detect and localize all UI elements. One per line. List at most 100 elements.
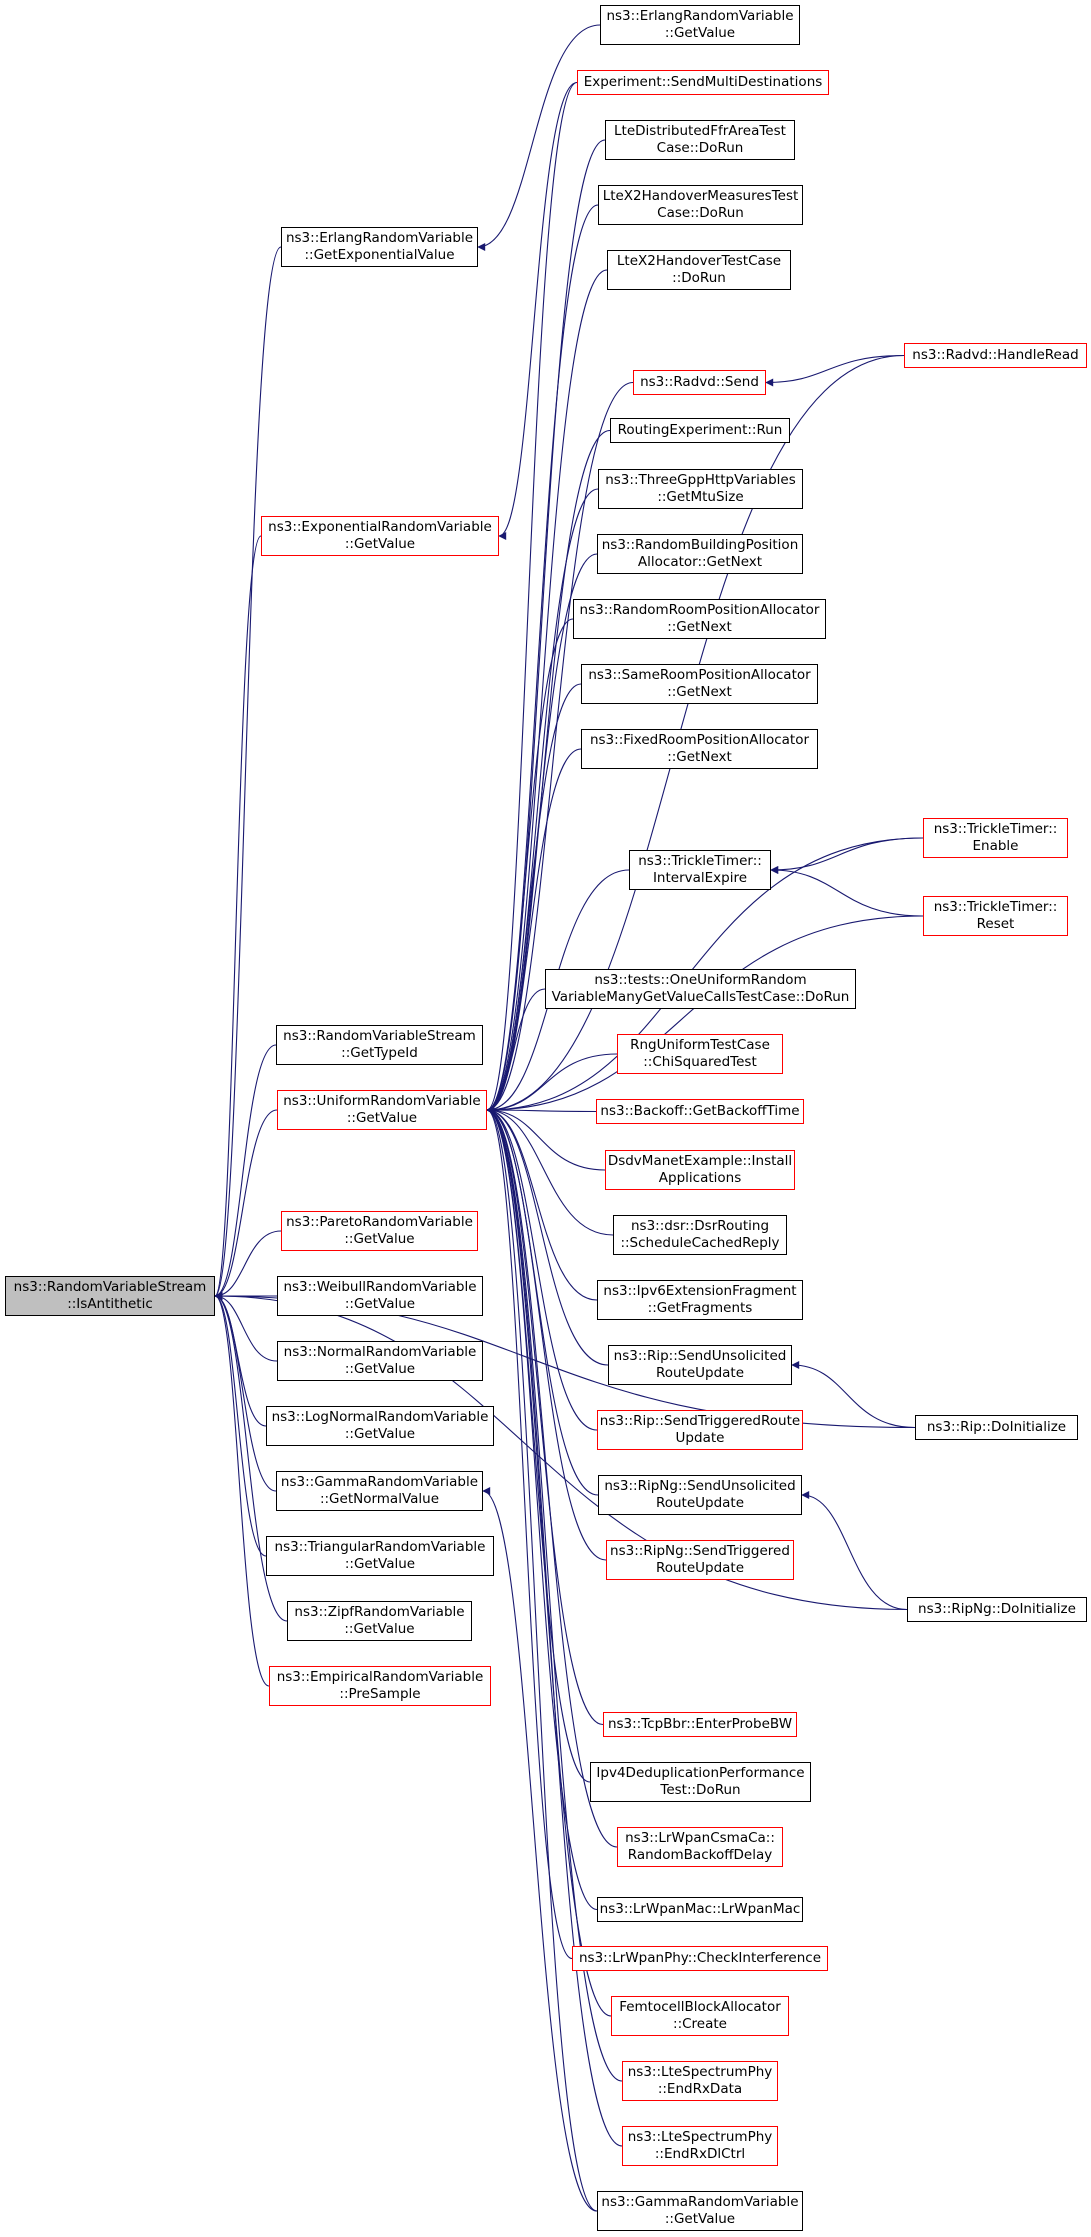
edge-erlang-getvalue-to-erlang-exp <box>477 24 601 251</box>
node-normal[interactable]: ns3::NormalRandomVariable::GetValue <box>277 1341 483 1381</box>
node-routing-run[interactable]: RoutingExperiment::Run <box>610 418 790 443</box>
node-label-line: FemtocellBlockAllocator <box>619 1999 781 2015</box>
node-label-line: VariableManyGetValueCallsTestCase::DoRun <box>551 989 850 1005</box>
node-label-line: ns3::NormalRandomVariable <box>283 1344 477 1360</box>
node-label-line: ::GetValue <box>664 25 736 41</box>
node-label-line: ::EndRxData <box>657 2081 743 2097</box>
edge-exp-getvalue-to-root <box>214 535 262 1300</box>
node-label-line: ns3::LrWpanMac::LrWpanMac <box>599 1901 801 1917</box>
node-label-line: ::IsAntithetic <box>67 1296 153 1312</box>
node-label-line: Test::DoRun <box>660 1782 741 1798</box>
edge-random-room-to-uniform-getvalue <box>486 618 574 1114</box>
node-lrwpan-csma[interactable]: ns3::LrWpanCsmaCa::RandomBackoffDelay <box>617 1827 783 1867</box>
node-label-line: ns3::LogNormalRandomVariable <box>271 1409 489 1425</box>
node-label-line: ::GetValue <box>346 1110 418 1126</box>
edge-gamma-normal-to-root <box>214 1292 277 1492</box>
node-random-room[interactable]: ns3::RandomRoomPositionAllocator::GetNex… <box>573 599 826 639</box>
node-pareto[interactable]: ns3::ParetoRandomVariable::GetValue <box>281 1211 478 1251</box>
node-label-line: ns3::LteSpectrumPhy <box>627 2129 773 2145</box>
node-triangular[interactable]: ns3::TriangularRandomVariable::GetValue <box>266 1536 494 1576</box>
node-lte-endrxdlctrl[interactable]: ns3::LteSpectrumPhy::EndRxDlCtrl <box>622 2126 778 2166</box>
edge-rng-chisq-to-uniform-getvalue <box>486 1053 618 1114</box>
node-lognormal[interactable]: ns3::LogNormalRandomVariable::GetValue <box>266 1406 494 1446</box>
node-label-line: IntervalExpire <box>652 870 748 886</box>
node-label-line: ns3::Radvd::Send <box>640 374 759 390</box>
node-erlang-getvalue[interactable]: ns3::ErlangRandomVariable::GetValue <box>600 5 800 45</box>
node-same-room[interactable]: ns3::SameRoomPositionAllocator::GetNext <box>581 664 818 704</box>
node-radvd-send[interactable]: ns3::Radvd::Send <box>633 370 766 395</box>
edge-dsdv-install-to-uniform-getvalue <box>486 1106 606 1171</box>
node-label-line: Case::DoRun <box>657 205 744 221</box>
node-gamma-getvalue[interactable]: ns3::GammaRandomVariable::GetValue <box>597 2191 803 2231</box>
node-dsr-schedule[interactable]: ns3::dsr::DsrRouting::ScheduleCachedRepl… <box>613 1215 787 1255</box>
node-label-line: ns3::ParetoRandomVariable <box>286 1214 473 1230</box>
edge-dsr-schedule-to-uniform-getvalue <box>486 1106 614 1236</box>
node-ipv6-ext[interactable]: ns3::Ipv6ExtensionFragment::GetFragments <box>597 1280 803 1320</box>
node-label-line: RoutingExperiment::Run <box>617 422 783 438</box>
edge-gamma-getvalue-to-gamma-normal <box>482 1487 598 2212</box>
edge-ripng-triggered-to-uniform-getvalue <box>486 1106 607 1561</box>
edge-lrwpan-csma-to-uniform-getvalue <box>486 1106 618 1848</box>
node-erlang-exp[interactable]: ns3::ErlangRandomVariable::GetExponentia… <box>281 227 478 267</box>
edge-radvd-handleread-to-radvd-send <box>765 354 905 387</box>
node-lrwpan-phy[interactable]: ns3::LrWpanPhy::CheckInterference <box>572 1946 828 1971</box>
node-label-line: Case::DoRun <box>656 140 744 156</box>
node-gamma-normal[interactable]: ns3::GammaRandomVariable::GetNormalValue <box>276 1471 483 1511</box>
node-ltex2-handover[interactable]: LteX2HandoverTestCase::DoRun <box>607 250 791 290</box>
node-label-line: RandomBackoffDelay <box>627 1847 773 1863</box>
node-trickle-enable[interactable]: ns3::TrickleTimer::Enable <box>923 818 1068 858</box>
node-label-line: ns3::TriangularRandomVariable <box>274 1539 486 1555</box>
node-femtocell[interactable]: FemtocellBlockAllocator::Create <box>611 1996 789 2036</box>
node-label-line: ns3::Rip::DoInitialize <box>926 1419 1067 1435</box>
edge-rvs-typeid-to-root <box>214 1044 277 1300</box>
node-threegpp-mtu[interactable]: ns3::ThreeGppHttpVariables::GetMtuSize <box>598 469 803 509</box>
node-lrwpan-mac[interactable]: ns3::LrWpanMac::LrWpanMac <box>597 1897 803 1922</box>
node-lte-endrxdata[interactable]: ns3::LteSpectrumPhy::EndRxData <box>622 2061 778 2101</box>
node-label-line: ::GetMtuSize <box>657 489 744 505</box>
node-rip-init[interactable]: ns3::Rip::DoInitialize <box>915 1415 1078 1440</box>
node-label-line: ::EndRxDlCtrl <box>654 2146 746 2162</box>
node-backoff[interactable]: ns3::Backoff::GetBackoffTime <box>596 1099 804 1124</box>
node-rvs-typeid[interactable]: ns3::RandomVariableStream::GetTypeId <box>276 1025 483 1065</box>
edge-lognormal-to-root <box>214 1292 267 1427</box>
node-label-line: ns3::tests::OneUniformRandom <box>594 972 807 988</box>
edge-rip-triggered-to-uniform-getvalue <box>486 1106 598 1431</box>
node-label-line: ns3::WeibullRandomVariable <box>283 1279 477 1295</box>
node-tcpbbr[interactable]: ns3::TcpBbr::EnterProbeBW <box>603 1712 797 1737</box>
node-trickle-reset[interactable]: ns3::TrickleTimer::Reset <box>923 896 1068 936</box>
node-uniform-getvalue[interactable]: ns3::UniformRandomVariable::GetValue <box>277 1090 487 1130</box>
node-ripng-init[interactable]: ns3::RipNg::DoInitialize <box>907 1597 1087 1622</box>
node-label-line: ::GetNormalValue <box>319 1491 440 1507</box>
node-label-line: ns3::GammaRandomVariable <box>601 2194 799 2210</box>
node-weibull[interactable]: ns3::WeibullRandomVariable::GetValue <box>277 1276 483 1316</box>
node-label-line: Reset <box>976 916 1015 932</box>
node-label-line: RouteUpdate <box>655 1560 745 1576</box>
node-empirical[interactable]: ns3::EmpiricalRandomVariable::PreSample <box>269 1666 491 1706</box>
node-label-line: ns3::ExponentialRandomVariable <box>268 519 492 535</box>
node-label-line: Experiment::SendMultiDestinations <box>583 74 823 90</box>
node-trickle-interval[interactable]: ns3::TrickleTimer::IntervalExpire <box>629 850 771 890</box>
node-radvd-handleread[interactable]: ns3::Radvd::HandleRead <box>904 343 1087 368</box>
node-exp-getvalue[interactable]: ns3::ExponentialRandomVariable::GetValue <box>261 516 499 556</box>
edge-lte-endrxdlctrl-to-uniform-getvalue <box>486 1106 623 2147</box>
node-rng-chisq[interactable]: RngUniformTestCase::ChiSquaredTest <box>617 1034 783 1074</box>
node-label-line: LteX2HandoverTestCase <box>616 253 782 269</box>
node-fixed-room[interactable]: ns3::FixedRoomPositionAllocator::GetNext <box>581 729 818 769</box>
edge-lrwpan-phy-to-uniform-getvalue <box>486 1106 573 1960</box>
node-label-line: ns3::TrickleTimer:: <box>933 821 1058 837</box>
node-exp-multidest[interactable]: Experiment::SendMultiDestinations <box>577 70 829 95</box>
edge-erlang-exp-to-root <box>214 246 282 1300</box>
node-label-line: ::ScheduleCachedReply <box>620 1235 780 1251</box>
edge-uniform-getvalue-to-root <box>214 1109 278 1300</box>
node-zipf[interactable]: ns3::ZipfRandomVariable::GetValue <box>287 1601 472 1641</box>
